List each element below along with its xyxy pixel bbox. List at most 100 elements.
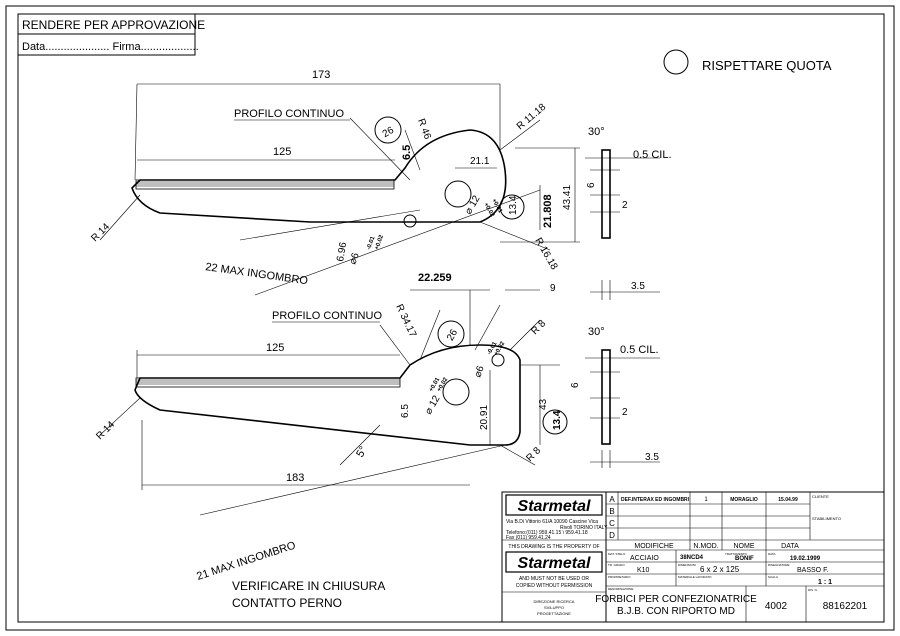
rev-letter-c: C [609,519,615,528]
top-circled-26: 26 [381,125,397,140]
dimensions-label: DIMENSIONI [678,563,696,567]
bottom-r8-bot: R 8 [524,445,543,464]
bottom-section-view: 30° 0.5 CIL. 6 2 3.5 [570,326,660,468]
bottom-circle-134 [542,409,568,435]
scale: 1 : 1 [818,579,832,586]
col-modifiche: MODIFICHE [634,543,674,550]
top-blade-outline [131,129,507,223]
top-section-dim-2: 2 [622,200,628,211]
col-nome: NOME [734,543,755,550]
rev-letter-a: A [609,495,615,504]
dimensions: 6 x 2 x 125 [700,565,740,574]
top-hole-6 [403,214,417,228]
rev-a-date: 15.04.99 [778,497,798,503]
top-r1118: R 11.18 [515,102,549,133]
rev-letter-b: B [609,507,614,516]
top-section-profile [601,149,611,239]
bottom-note-line2: CONTATTO PERNO [232,596,342,610]
bottom-circled-26: 26 [445,327,460,343]
rev-a-num: 1 [704,497,708,503]
bottom-dim-65: 6.5 [400,404,411,418]
company-name-bottom: Starmetal [518,555,591,572]
drawer: BASSO F. [797,567,829,574]
top-section-dim-35: 3.5 [631,281,645,292]
company-logo-top [505,494,603,516]
top-dia-12: ⌀ 12 [463,193,483,216]
bottom-section-dim-6: 6 [570,382,581,388]
bottom-blade-outline [134,344,521,446]
part-code: 4002 [765,601,788,612]
hardness-label: TR. GRADO [608,563,625,567]
plant-label: STABILIMENTO [812,516,841,521]
bottom-hole-12 [442,378,470,406]
company-name-top: Starmetal [518,498,591,515]
col-data: DATA [781,543,799,550]
rev-a-name: MORAGLIO [730,497,758,503]
treatment-label: TRATTAMENTO [725,552,748,556]
rev-letter-d: D [609,531,615,540]
drawing-number-label: DIS. N. [808,588,818,592]
fax: Fax (011) 959.41.24 [506,535,551,541]
top-max-ingombro: 22 MAX INGOMBRO [205,261,309,287]
bottom-angle-5: 5° [354,444,370,459]
owner-label: PROPRIETARIO [608,575,631,579]
drawer-label: DISEGNATORE [768,563,790,567]
top-r46: R 46 [415,117,433,141]
top-tol-b1: -0.01 [366,235,377,251]
approval-title: RENDERE PER APPROVAZIONE [22,18,205,32]
top-circle-26 [374,116,402,144]
bottom-r3417: R 34.17 [393,303,418,340]
bottom-dia-12: ⌀ 12 [423,393,443,416]
top-dim-125: 125 [273,146,291,158]
bottom-note-line1: VERIFICARE IN CHIUSURA [232,579,385,593]
circle-symbol-icon [663,49,689,75]
approval-data-firma: Data..................... Firma.........… [22,41,199,53]
top-dim-4341: 43.41 [562,185,573,210]
address-line1: Via B.Di Vittorio 61/A 10090 Cascine Vic… [506,519,598,525]
address-line2: Rivoli TORINO ITALY [560,525,608,531]
bottom-section-dim-35: 3.5 [645,452,659,463]
bottom-dim-2091: 20.91 [479,405,490,430]
bottom-circle-26 [437,320,465,348]
bottom-strip-hatch [136,379,400,385]
bottom-max-ingombro: 21 MAX INGOMBRO [195,539,297,582]
top-dim-21808: 21.808 [542,194,554,228]
bottom-r14: R 14 [94,419,117,442]
material: ACCIAIO [630,555,659,562]
phone: Telefono:(011) 959.41.15 \ 959.41.18 [506,530,588,536]
top-section-view: 30° 0.5 CIL. 6 2 3.5 [585,126,672,300]
bottom-blade-view: PROFILO CONTINUO 22.259 9 R 34.17 R 8 R … [94,272,568,610]
bottom-hole-6 [491,353,505,367]
date-label: DATA [768,552,776,556]
scale-label: SCALA [768,575,778,579]
use-note1: AND MUST NOT BE USED OR [519,576,589,582]
top-r1618: R 16.18 [532,236,559,272]
top-dim-173: 173 [312,69,330,81]
top-section-angle: 30° [588,126,605,138]
top-circled-134: 13.4 [508,195,519,215]
outer-border [5,5,895,631]
top-hole-12 [444,180,472,208]
rev-a-desc: DEF.INTERAX ED INGOMBRI [621,497,690,503]
property-note: THIS DRAWING IS THE PROPERTY OF [508,544,599,550]
dept1: DIREZIONE RICERCA [534,599,575,604]
top-dia-6: ⌀6 [347,251,361,266]
drawing-number: 88162201 [823,601,868,612]
bottom-section-chamfer: 0.5 CIL. [620,344,659,356]
bottom-section-dim-2: 2 [622,407,628,418]
bottom-dim-125: 125 [266,342,284,354]
top-dim-211: 21.1 [470,156,490,167]
bottom-section-angle: 30° [588,326,605,338]
dept3: PROGETTAZIONE [537,611,571,616]
top-profile-label: PROFILO CONTINUO [234,108,344,120]
top-strip-hatch [136,181,394,187]
company-logo-bottom [505,551,603,573]
bottom-section-profile [601,349,611,445]
bottom-dim-9: 9 [550,283,556,294]
top-section-chamfer: 0.5 CIL. [633,149,672,161]
top-tol-b2: +0.02 [374,234,385,251]
top-blade-view: PROFILO CONTINUO 173 125 R 46 R 11.18 R … [89,69,580,296]
bottom-profile-label: PROFILO CONTINUO [272,310,382,322]
title-block: Starmetal Via B.Di Vittorio 61/A 10090 C… [501,491,885,623]
